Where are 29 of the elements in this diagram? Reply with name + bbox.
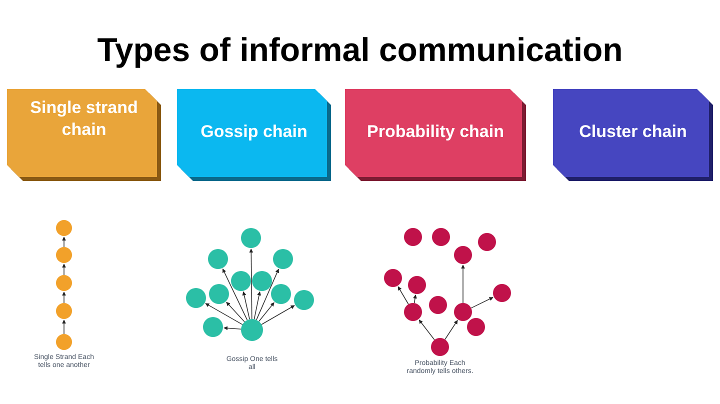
arrow <box>242 291 250 320</box>
arrow <box>62 264 66 276</box>
arrow <box>413 294 417 304</box>
box-label: Single strand chain <box>29 97 139 141</box>
box-label: Gossip chain <box>200 121 308 143</box>
arrow <box>62 320 66 334</box>
arrow <box>226 302 245 322</box>
box-label: Probability chain <box>367 121 504 143</box>
box-label: Cluster chain <box>579 121 687 143</box>
arrow <box>398 286 409 305</box>
chain-type-box <box>553 89 713 181</box>
chain-type-box <box>7 89 161 181</box>
arrow <box>444 320 458 340</box>
arrow <box>205 303 243 325</box>
chain-type-box <box>177 89 331 181</box>
arrow <box>249 248 254 320</box>
arrow <box>224 326 242 330</box>
arrow <box>258 302 274 322</box>
arrow <box>261 305 295 325</box>
chain-type-box <box>345 89 526 181</box>
title: Types of informal communication <box>96 30 624 70</box>
arrow <box>62 236 66 248</box>
arrow <box>256 268 279 320</box>
arrow <box>461 264 465 304</box>
arrow <box>418 320 435 340</box>
arrow <box>222 268 248 320</box>
arrow <box>62 292 66 304</box>
arrow <box>470 296 494 308</box>
arrow <box>254 291 262 320</box>
